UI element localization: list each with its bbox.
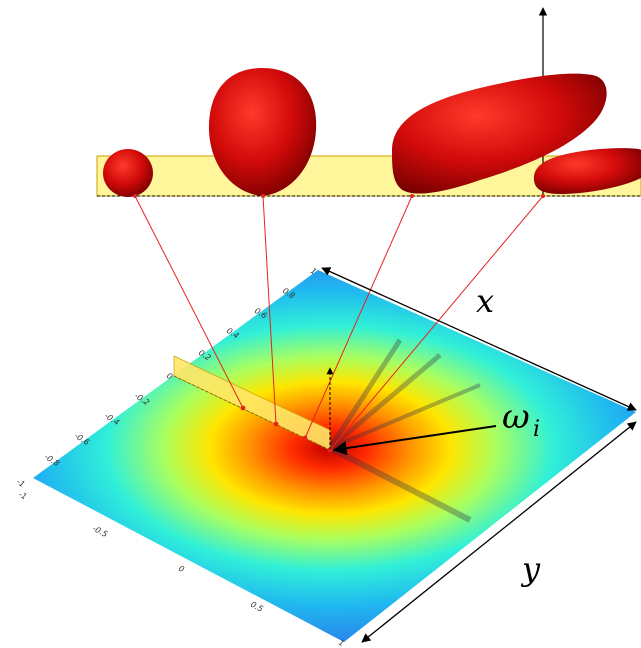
tick-label: -1 <box>17 490 28 502</box>
y-dimension-arrow <box>361 421 637 643</box>
tick-label: -0.5 <box>91 524 109 539</box>
svg-text:ω: ω <box>502 397 530 437</box>
heatmap-plane <box>33 270 636 642</box>
x-axis-label: x <box>476 282 494 320</box>
tick-label: 0 <box>177 564 186 574</box>
svg-text:i: i <box>533 417 540 442</box>
y-axis-label: y <box>520 550 541 588</box>
omega-pointer-arrow <box>332 425 497 456</box>
tick-label: -1 <box>15 477 27 489</box>
blob-3 <box>392 73 607 194</box>
omega-label: ω i <box>502 397 540 442</box>
blob-2 <box>208 68 317 196</box>
tick-label: 0.5 <box>249 600 264 614</box>
tick-label: 1 <box>309 266 318 276</box>
blob-1 <box>103 149 153 197</box>
x-dimension-arrow <box>321 267 637 411</box>
blob-4 <box>533 148 641 194</box>
tick-label: 1 <box>337 638 346 648</box>
tick-label: 0 <box>165 371 174 381</box>
